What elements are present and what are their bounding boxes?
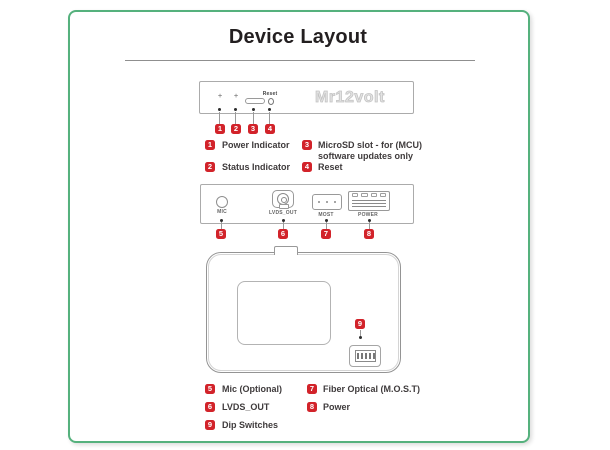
callout-marker-2: 2	[231, 124, 241, 134]
legend-number: 6	[205, 402, 215, 412]
mic-port-icon	[216, 196, 228, 208]
device-label-area	[237, 281, 331, 345]
callout-line	[360, 330, 361, 336]
legend-label: MicroSD slot - for (MCU)	[318, 140, 422, 150]
callout-dot	[252, 108, 255, 111]
most-connector-icon	[312, 194, 342, 210]
connector-tab	[274, 246, 298, 255]
callout-marker-1: 1	[215, 124, 225, 134]
legend-number: 3	[302, 140, 312, 150]
page-border-frame	[68, 10, 530, 443]
callout-marker-7: 7	[321, 229, 331, 239]
callout-dot	[359, 336, 362, 339]
callout-line	[283, 222, 284, 229]
power-led-icon: +	[218, 93, 223, 100]
legend-label: Mic (Optional)	[222, 384, 282, 394]
callout-dot	[218, 108, 221, 111]
lvds-label: LVDS_OUT	[269, 210, 297, 216]
power-connector-icon	[348, 191, 390, 211]
title-divider	[125, 60, 475, 61]
legend-number: 8	[307, 402, 317, 412]
legend-number: 5	[205, 384, 215, 394]
lvds-notch	[279, 204, 289, 209]
lvds-connector-icon	[272, 190, 294, 209]
legend-number: 2	[205, 162, 215, 172]
brand-logo: Mr12volt	[315, 89, 385, 107]
legend-label: software updates only	[318, 151, 414, 161]
reset-button-icon	[268, 98, 274, 105]
callout-dot	[325, 219, 328, 222]
legend-label: Power	[323, 402, 351, 412]
callout-marker-6: 6	[278, 229, 288, 239]
callout-marker-4: 4	[265, 124, 275, 134]
callout-line	[253, 112, 254, 124]
callout-line	[235, 112, 236, 124]
legend-number: 9	[205, 420, 215, 430]
ports-panel: MIC LVDS_OUT MOST POWER	[200, 184, 414, 224]
dip-switch-icon	[349, 345, 381, 367]
legend-number: 1	[205, 140, 215, 150]
legend-number: 7	[307, 384, 317, 394]
reset-label: Reset	[262, 91, 278, 97]
callout-dot	[268, 108, 271, 111]
callout-marker-8: 8	[364, 229, 374, 239]
legend-label: Power Indicator	[222, 140, 290, 150]
callout-line	[269, 112, 270, 124]
device-top-view-inner-line	[208, 254, 399, 371]
front-panel: + + Reset Mr12volt	[199, 81, 414, 114]
legend-number: 4	[302, 162, 312, 172]
dip-switch-bank	[355, 350, 376, 362]
mic-label: MIC	[217, 209, 227, 215]
most-label: MOST	[318, 212, 334, 218]
legend-label: Status Indicator	[222, 162, 291, 172]
callout-dot	[282, 219, 285, 222]
callout-marker-3: 3	[248, 124, 258, 134]
callout-dot	[220, 219, 223, 222]
legend-label: Dip Switches	[222, 420, 279, 430]
status-led-icon: +	[234, 93, 239, 100]
page-title: Device Layout	[228, 26, 368, 48]
microsd-slot-icon	[245, 98, 265, 104]
callout-line	[326, 222, 327, 229]
callout-line	[219, 112, 220, 124]
callout-dot	[234, 108, 237, 111]
callout-marker-5: 5	[216, 229, 226, 239]
callout-dot	[368, 219, 371, 222]
lvds-pin	[281, 197, 287, 203]
legend-label: Reset	[318, 162, 343, 172]
power-label: POWER	[358, 212, 378, 218]
callout-line	[221, 222, 222, 229]
callout-marker-9: 9	[355, 319, 365, 329]
callout-line	[369, 222, 370, 229]
legend-label: Fiber Optical (M.O.S.T)	[323, 384, 421, 394]
legend-label: LVDS_OUT	[222, 402, 270, 412]
